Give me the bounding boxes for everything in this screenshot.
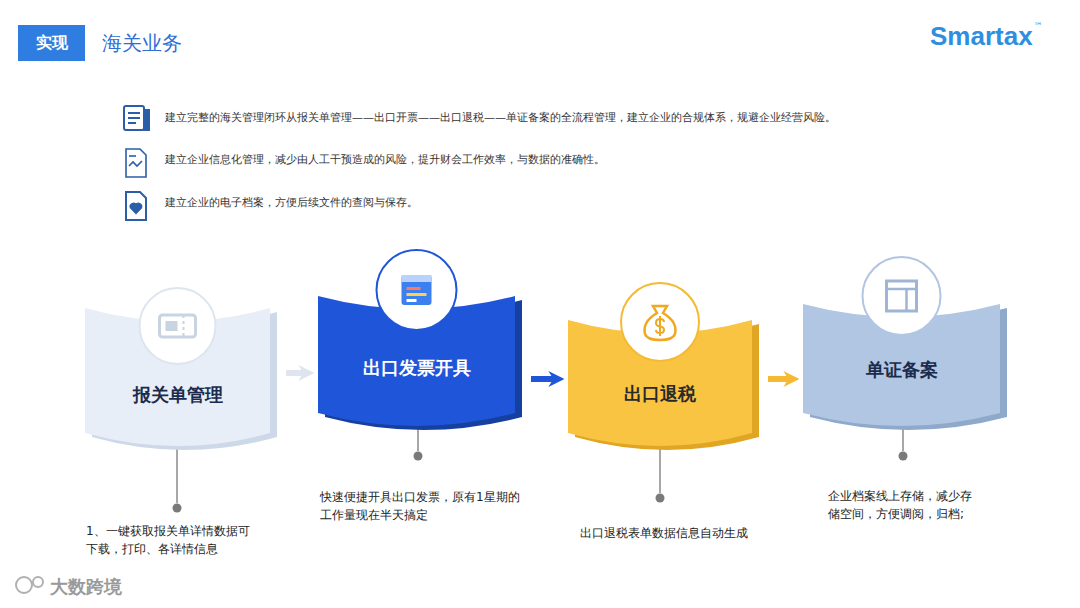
leader-dot xyxy=(414,452,423,461)
icon-bag xyxy=(645,306,676,340)
bag-outline xyxy=(645,306,676,340)
leader-dots xyxy=(173,452,908,513)
icon-heart xyxy=(131,204,142,213)
bullet-note: 建立企业的电子档案，方便后续文件的查阅与保存。 xyxy=(165,195,418,212)
icon-outline xyxy=(126,149,146,177)
node-text: 实现 xyxy=(36,33,68,52)
icon-line xyxy=(128,117,140,119)
step-description: 快速便捷开具出口发票，原有1星期的工作量现在半天搞定 xyxy=(320,488,526,524)
flow-arrow xyxy=(531,376,558,382)
process-box: 单证备案 xyxy=(803,304,1000,426)
process-box: 出口发票开具 xyxy=(318,296,515,426)
bag-sign xyxy=(656,316,664,336)
node-text: 出口发票开具 xyxy=(363,357,471,379)
node-text: 单证备案 xyxy=(866,359,938,381)
node-shape xyxy=(568,320,752,446)
icon-outline xyxy=(126,192,146,220)
logo-text: Smartax xyxy=(930,17,1033,56)
frame-outline xyxy=(887,281,917,311)
watermark: 大数跨境 xyxy=(50,573,122,600)
tag-fill xyxy=(18,25,85,61)
process-box: 出口退税 xyxy=(568,320,752,446)
watermark-ring xyxy=(33,577,43,587)
step-description: 1、一键获取报关单详情数据可下载，打印、各详情信息 xyxy=(86,522,260,558)
step-description: 出口退税表单数据信息自动生成 xyxy=(580,524,780,542)
watermark-icon xyxy=(16,577,43,593)
page-title: 海关业务 xyxy=(102,28,182,58)
document-icon xyxy=(124,106,149,130)
bullet-note: 建立企业信息化管理，减少由人工干预造成的风险，提升财会工作效率，与数据的准确性。 xyxy=(165,152,605,169)
flow-arrow xyxy=(286,370,308,376)
ticket-mark xyxy=(166,321,178,331)
icon-line xyxy=(128,122,136,124)
node-text: 出口退税 xyxy=(624,383,696,405)
flow-arrow xyxy=(768,376,793,382)
chart-doc-icon xyxy=(126,149,146,177)
leader-dot xyxy=(899,452,908,461)
window-bar xyxy=(402,275,432,282)
leader-line xyxy=(417,429,419,451)
icon-line xyxy=(128,112,140,114)
step-description: 企业档案线上存储，减少存储空间，方便调阅，归档; xyxy=(828,487,982,523)
ticket-outline xyxy=(160,315,196,337)
icon-wave xyxy=(129,161,142,166)
icon-spine xyxy=(144,110,149,130)
leader-lines xyxy=(177,429,903,503)
trademark-mark: ™ xyxy=(1034,20,1043,34)
icon-ring xyxy=(863,257,941,335)
window-body xyxy=(402,275,432,305)
frame-line xyxy=(887,288,917,291)
leader-line xyxy=(659,449,661,493)
window-line xyxy=(407,293,427,296)
icon-ring xyxy=(140,288,216,364)
window-line xyxy=(407,287,421,290)
leader-dot xyxy=(656,494,665,503)
window-line xyxy=(407,299,417,302)
leader-line xyxy=(176,449,178,503)
section-tag: 实现 xyxy=(18,25,85,61)
bullet-note: 建立完整的海关管理闭环从报关单管理——出口开票——出口退税——单证备案的全流程管… xyxy=(165,110,836,127)
watermark-ring xyxy=(16,577,32,593)
node-text: 报关单管理 xyxy=(133,384,223,406)
icon-ring xyxy=(621,283,699,361)
box-face xyxy=(85,308,270,446)
frame-line xyxy=(905,289,908,311)
ticket-perforation xyxy=(183,315,185,337)
leader-line xyxy=(902,429,904,451)
node-shape xyxy=(85,308,270,446)
icon-line xyxy=(129,155,136,157)
heart-doc-icon xyxy=(126,192,146,220)
leader-dot xyxy=(173,504,182,513)
icon-window xyxy=(402,275,432,305)
process-box: 报关单管理 xyxy=(85,308,270,446)
icon-frame xyxy=(887,281,917,311)
icon-outline xyxy=(124,106,144,130)
icon-ring xyxy=(377,250,457,330)
icon-ticket xyxy=(160,315,196,337)
